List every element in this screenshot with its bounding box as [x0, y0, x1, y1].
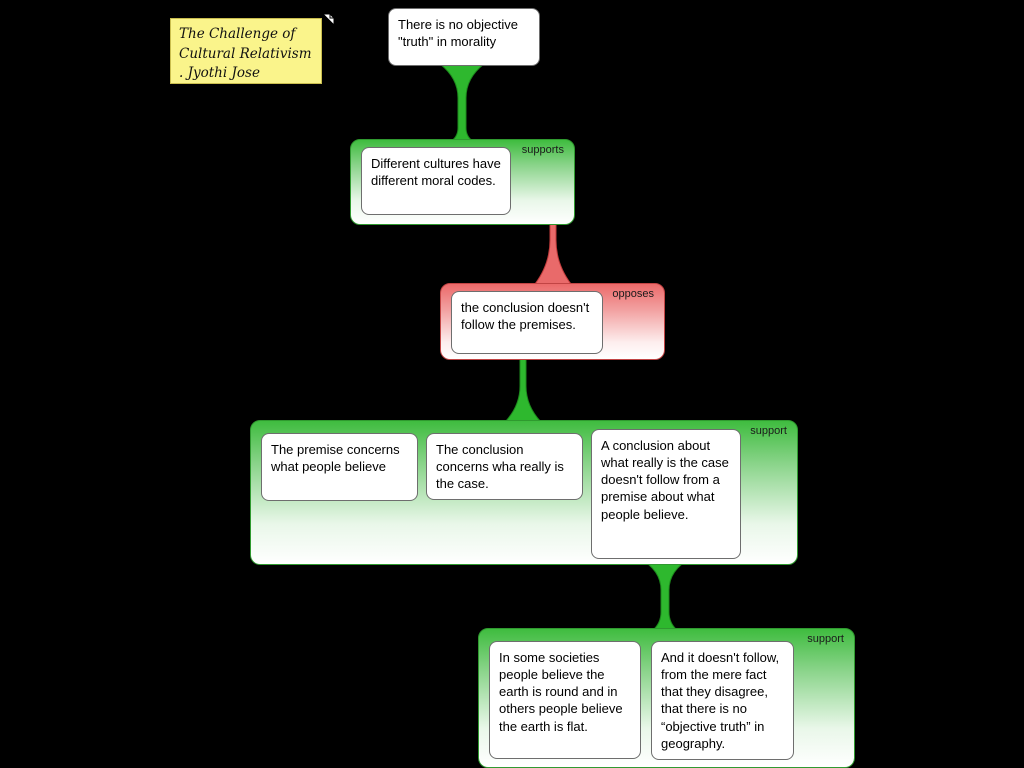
premise-conclusion-case[interactable]: The conclusion concerns wha really is th…: [426, 433, 583, 501]
premise-different-cultures[interactable]: Different cultures have different moral …: [361, 147, 511, 215]
group-supports[interactable]: supports Different cultures have differe…: [350, 139, 575, 225]
sticky-note[interactable]: The Challenge of Cultural Relativism . J…: [170, 13, 335, 84]
group-opposes-label: opposes: [612, 288, 654, 300]
group-supports-label: supports: [521, 144, 564, 156]
premise-earth-shape[interactable]: In some societies people believe the ear…: [489, 641, 641, 759]
group-support-middle[interactable]: support The premise concerns what people…: [250, 420, 798, 565]
note-fold-icon: [322, 13, 335, 26]
group-support-bottom[interactable]: support In some societies people believe…: [478, 628, 855, 768]
premise-concerns-belief[interactable]: The premise concerns what people believe: [261, 433, 418, 501]
objection-conclusion[interactable]: the conclusion doesn't follow the premis…: [451, 291, 603, 354]
sticky-note-text: The Challenge of Cultural Relativism . J…: [179, 26, 312, 82]
group-opposes[interactable]: opposes the conclusion doesn't follow th…: [440, 283, 665, 360]
claim-main[interactable]: There is no objective "truth" in moralit…: [388, 8, 540, 66]
group-support-middle-label: support: [750, 425, 787, 437]
support-connector-3[interactable]: [633, 558, 697, 630]
group-support-bottom-label: support: [807, 633, 844, 645]
support-connector-2[interactable]: [495, 358, 551, 422]
premise-doesnt-follow[interactable]: A conclusion about what really is the ca…: [591, 429, 741, 559]
support-connector-main[interactable]: [432, 64, 492, 142]
premise-geography[interactable]: And it doesn't follow, from the mere fac…: [651, 641, 794, 760]
